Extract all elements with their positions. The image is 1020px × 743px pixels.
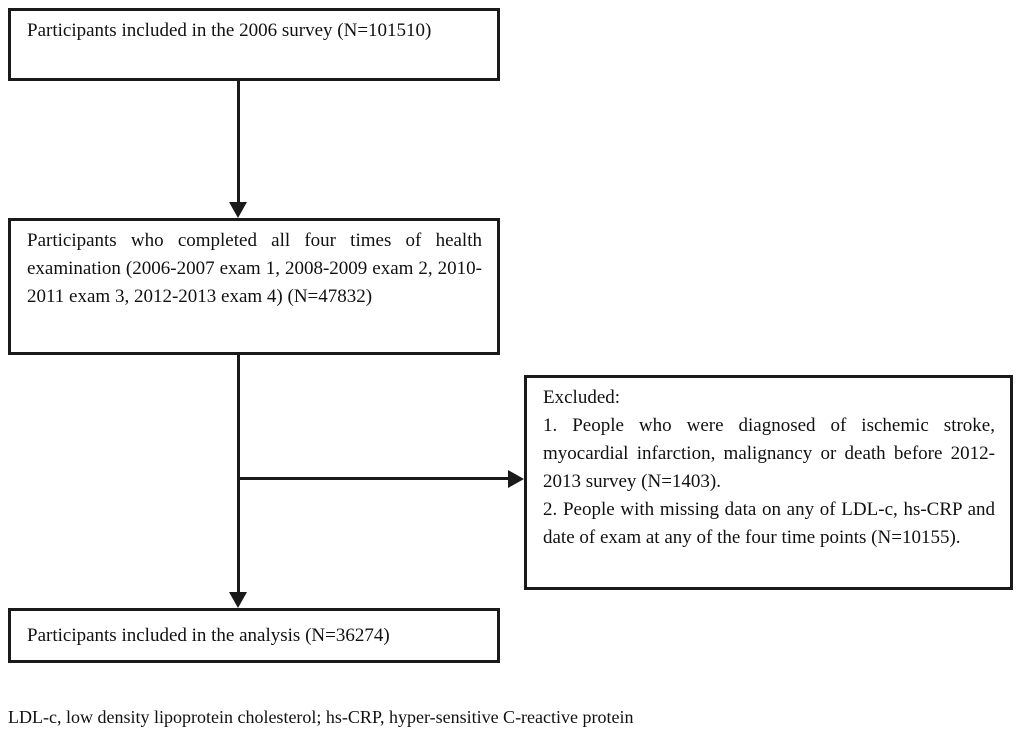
flow-box-enrolled: Participants included in the 2006 survey… (8, 8, 500, 81)
flow-box-analysis-text: Participants included in the analysis (N… (27, 624, 390, 646)
flow-box-enrolled-text: Participants included in the 2006 survey… (27, 20, 432, 41)
arrow-right-icon-into-excluded (508, 470, 524, 488)
flow-box-excluded-heading: Excluded: (543, 387, 621, 408)
flow-box-completed: Participants who completed all four time… (8, 218, 500, 355)
flow-box-excluded-item-1: 1. People who were diagnosed of ischemic… (543, 415, 995, 492)
flow-box-excluded-item-2: 2. People with missing data on any of LD… (543, 499, 995, 548)
arrow-down-icon-into-analysis (229, 592, 247, 608)
flow-box-excluded: Excluded: 1. People who were diagnosed o… (524, 375, 1013, 590)
connector-completed-to-analysis (237, 355, 240, 593)
figure-footnote: LDL-c, low density lipoprotein cholester… (8, 707, 634, 727)
flow-box-analysis: Participants included in the analysis (N… (8, 608, 500, 663)
flow-box-completed-text: Participants who completed all four time… (27, 230, 482, 307)
connector-enrolled-to-completed (237, 81, 240, 203)
connector-completed-to-excluded (238, 477, 511, 480)
arrow-down-icon-into-completed (229, 202, 247, 218)
